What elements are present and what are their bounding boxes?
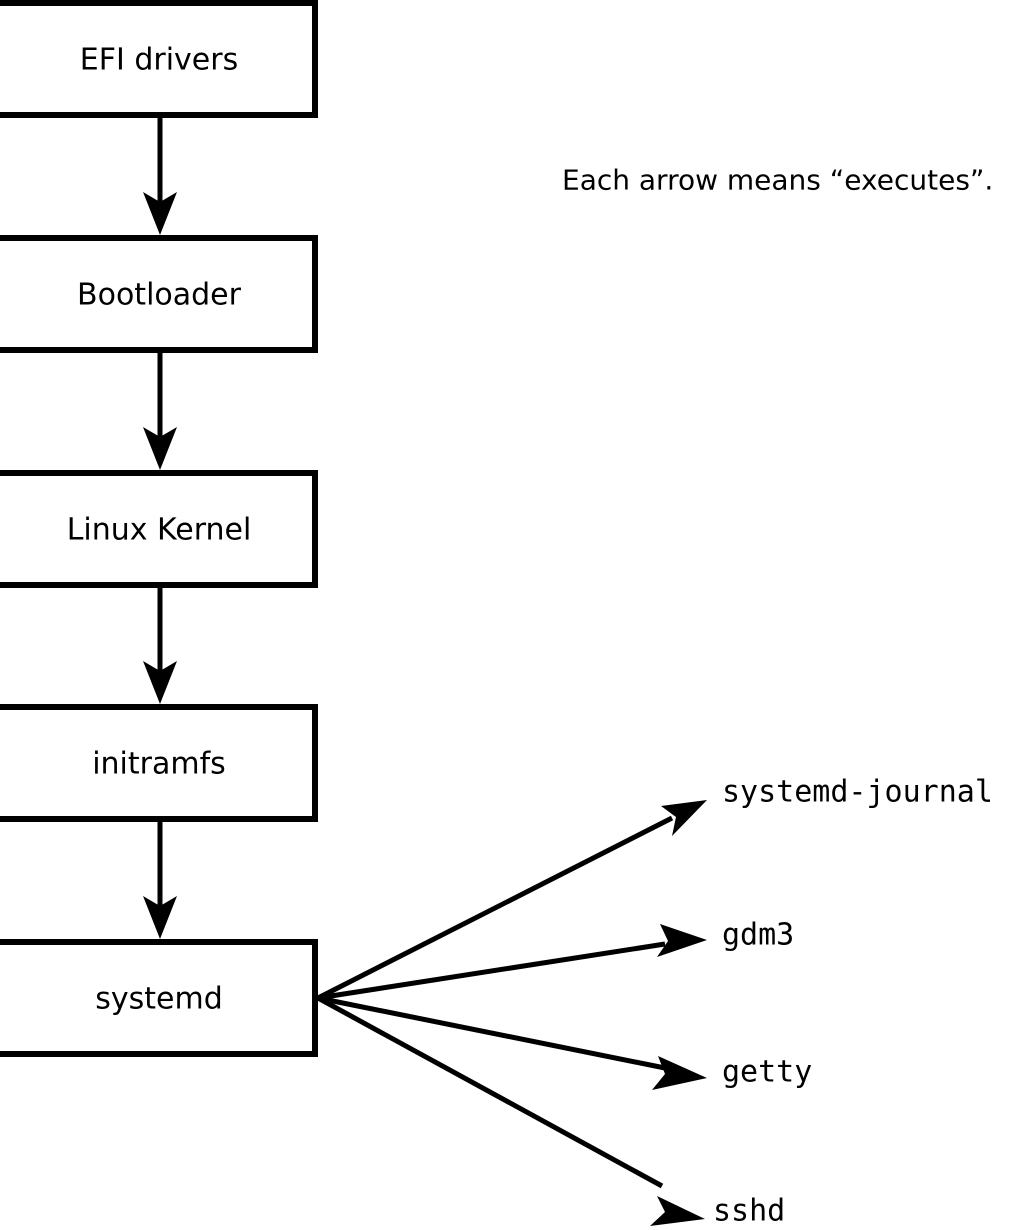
node-efi-drivers[interactable]: EFI drivers (0, 0, 318, 118)
node-label-bootloader: Bootloader (77, 278, 242, 313)
arrow-head-icon (143, 661, 177, 704)
arrow-head-icon (143, 896, 177, 939)
edge-systemd-to-gdm3 (317, 924, 707, 1001)
node-systemd[interactable]: systemd (0, 939, 318, 1057)
node-linux-kernel[interactable]: Linux Kernel (0, 470, 318, 588)
arrow-head-icon (650, 1196, 705, 1226)
edge-systemd-to-sshd (316, 995, 705, 1226)
node-box-initramfs (0, 704, 318, 822)
arrow-head-icon (143, 427, 177, 470)
node-box-linux-kernel (0, 470, 318, 588)
edge-initramfs-to-systemd (143, 822, 177, 939)
arrow-head-icon (657, 924, 707, 957)
node-box-systemd (0, 939, 318, 1057)
service-label-gdm3: gdm3 (722, 918, 794, 953)
node-label-systemd: systemd (95, 982, 223, 1017)
arrow-head-icon (652, 1056, 707, 1090)
edge-systemd-to-systemd-journal (316, 800, 707, 1001)
arrow-head-icon (661, 800, 707, 836)
node-label-initramfs: initramfs (92, 747, 226, 782)
node-box-efi-drivers (0, 0, 318, 118)
node-box-bootloader (0, 235, 318, 353)
node-label-efi-drivers: EFI drivers (80, 43, 238, 78)
service-label-systemd-journal: systemd-journal (722, 775, 993, 810)
edge-linux-kernel-to-initramfs (143, 588, 177, 704)
edge-bootloader-to-linux-kernel (143, 353, 177, 470)
node-bootloader[interactable]: Bootloader (0, 235, 318, 353)
node-label-linux-kernel: Linux Kernel (67, 513, 252, 548)
arrow-head-icon (143, 192, 177, 235)
edge-efi-drivers-to-bootloader (143, 118, 177, 235)
edge-systemd-to-getty (317, 995, 707, 1090)
node-initramfs[interactable]: initramfs (0, 704, 318, 822)
service-label-getty: getty (722, 1055, 812, 1090)
service-label-sshd: sshd (713, 1194, 785, 1229)
diagram-caption: Each arrow means “executes”. (562, 164, 993, 197)
